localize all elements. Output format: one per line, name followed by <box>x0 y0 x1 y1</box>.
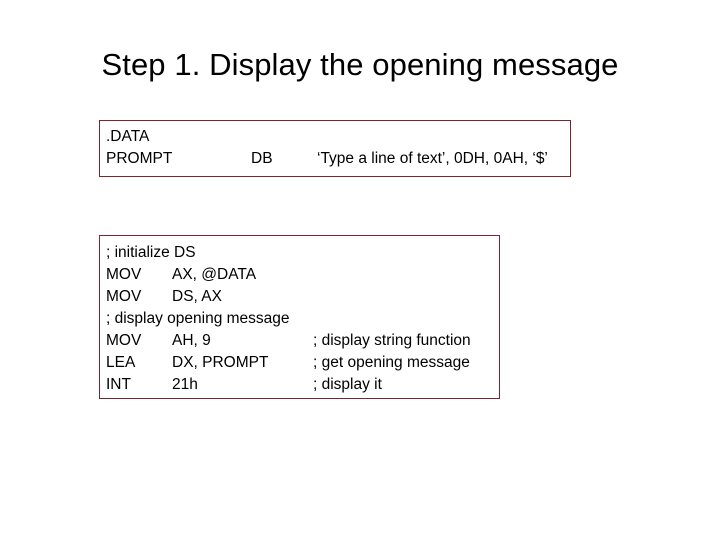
code-operand: 21h <box>172 376 198 393</box>
code-segment-code-box: ; initialize DS MOV AX, @DATA MOV DS, AX ;… <box>99 235 500 399</box>
code-directive: DB <box>251 150 273 167</box>
code-mnemonic: INT <box>106 376 131 393</box>
page-title: Step 1. Display the opening message <box>101 47 619 82</box>
code-mnemonic: MOV <box>106 288 142 305</box>
code-operand: DX, PROMPT <box>172 354 269 371</box>
code-line: PROMPT DB ‘Type a line of text’, 0DH, 0AH,… <box>106 148 570 170</box>
code-line-comment: ; display opening message <box>106 308 499 330</box>
code-comment: ; get opening message <box>313 354 470 371</box>
code-line: INT 21h ; display it <box>106 374 499 396</box>
code-line-comment: ; initialize DS <box>106 242 499 264</box>
code-operand: DS, AX <box>172 288 222 305</box>
code-operand: AH, 9 <box>172 332 211 349</box>
code-line: MOV DS, AX <box>106 286 499 308</box>
code-line: LEA DX, PROMPT ; get opening message <box>106 352 499 374</box>
code-comment: ; display it <box>313 376 382 393</box>
code-mnemonic: LEA <box>106 354 136 371</box>
code-label: .DATA <box>106 128 150 145</box>
code-comment: ; initialize DS <box>106 244 196 261</box>
code-mnemonic: MOV <box>106 266 142 283</box>
code-mnemonic: MOV <box>106 332 142 349</box>
code-line: .DATA <box>106 126 570 148</box>
code-comment: ; display string function <box>313 332 471 349</box>
code-operand: ‘Type a line of text’, 0DH, 0AH, ‘$’ <box>317 150 548 167</box>
code-label: PROMPT <box>106 150 173 167</box>
code-line: MOV AH, 9 ; display string function <box>106 330 499 352</box>
code-line: MOV AX, @DATA <box>106 264 499 286</box>
data-segment-code-box: .DATA PROMPT DB ‘Type a line of text’, 0DH… <box>99 120 571 177</box>
code-operand: AX, @DATA <box>172 266 257 283</box>
code-comment: ; display opening message <box>106 310 290 327</box>
